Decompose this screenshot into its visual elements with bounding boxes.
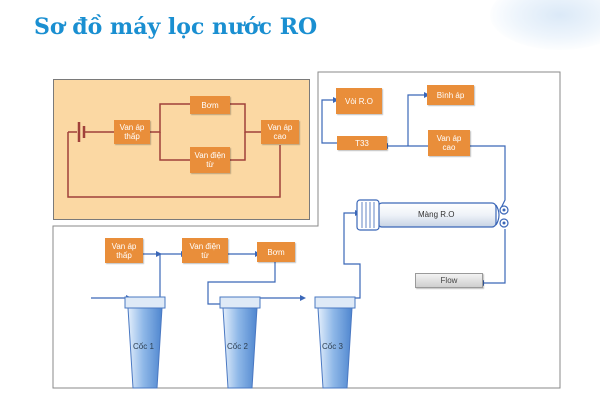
- t33-filter: T33: [337, 136, 387, 150]
- pipe-membrane-to-flow: [484, 229, 506, 284]
- cup-1-label: Cốc 1: [133, 342, 154, 351]
- electrical-wires: [67, 103, 281, 198]
- pipe-cup3-to-membrane: [343, 212, 361, 299]
- elec-pump: Bơm: [190, 96, 230, 114]
- cup-2-label: Cốc 2: [227, 342, 248, 351]
- ro-membrane-label: Màng R.O: [418, 210, 455, 219]
- wire-pump-to-high-valve: [230, 103, 261, 133]
- pipe-to-pressure-tank: [407, 94, 424, 146]
- elec-solenoid-valve: Van điện từ: [190, 147, 230, 173]
- cup-3-label: Cốc 3: [322, 342, 343, 351]
- ro-membrane: [356, 199, 509, 231]
- pressure-tank: Bình áp: [427, 85, 474, 105]
- pipe-cup1-to-low-valve: [146, 253, 181, 299]
- ro-faucet: Vòi R.O: [336, 88, 382, 114]
- water-system-panel: [52, 71, 561, 389]
- high-pressure-valve: Van áp cao: [428, 130, 470, 156]
- filter-cup-3: [314, 296, 356, 389]
- wire-return: [67, 132, 281, 198]
- elec-low-pressure-valve: Van áp thấp: [114, 120, 150, 144]
- pipe-membrane-to-high-valve: [470, 145, 506, 211]
- elec-high-pressure-valve: Van áp cao: [261, 120, 299, 144]
- filter-cup-1: [124, 296, 166, 389]
- wire-to-solenoid: [159, 132, 190, 161]
- flow-restrictor: Flow: [415, 273, 483, 288]
- pipe-pump-to-cup2: [207, 262, 276, 305]
- low-pressure-valve: Van áp thấp: [105, 238, 143, 263]
- diagram-title: Sơ đồ máy lọc nước RO: [34, 14, 318, 40]
- wire-solenoid-to-high-valve: [230, 132, 246, 161]
- battery-icon: [68, 122, 90, 142]
- wire-to-pump: [150, 103, 190, 133]
- filter-cup-2: [219, 296, 261, 389]
- pump: Bơm: [257, 242, 295, 262]
- pipe-t33-to-faucet: [321, 99, 337, 144]
- solenoid-valve: Van điện từ: [182, 238, 228, 263]
